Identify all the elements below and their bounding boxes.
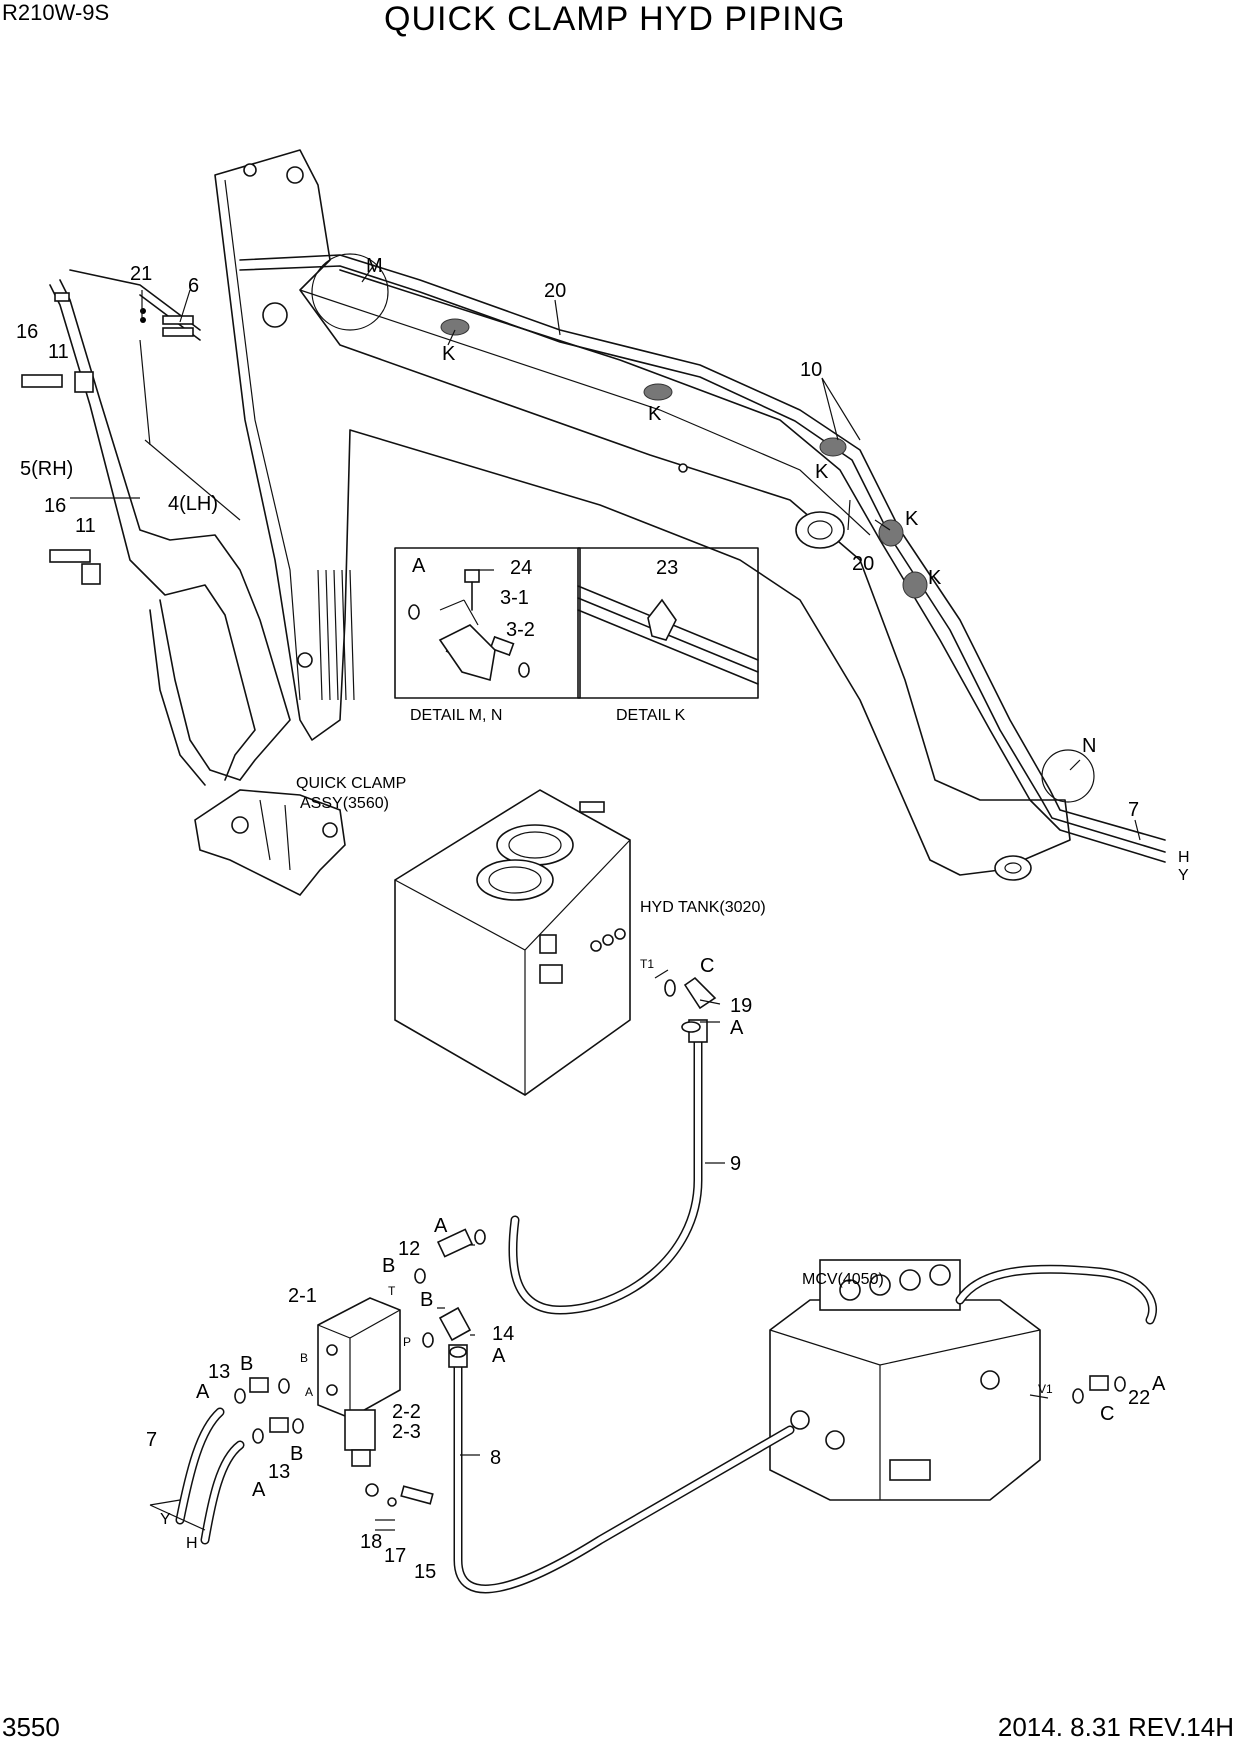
- detail-k-title: DETAIL K: [616, 707, 686, 724]
- callout-a2: A: [434, 1215, 448, 1237]
- callout-m: M: [366, 255, 383, 277]
- hose-9: [508, 976, 717, 1315]
- mcv-block: [769, 1259, 1041, 1501]
- port-a: A: [305, 1385, 313, 1399]
- port-v1: V1: [1038, 1382, 1053, 1396]
- callout-9: 9: [730, 1153, 741, 1175]
- detail-callout-3-1: 3-1: [500, 587, 529, 609]
- callout-10: 10: [800, 359, 822, 381]
- callout-a6: A: [1152, 1373, 1166, 1395]
- port-t1: T1: [640, 957, 654, 971]
- callout-13a: 13: [208, 1361, 230, 1383]
- quick-clamp-assy: [194, 789, 346, 897]
- port-b: B: [300, 1351, 308, 1365]
- callout-b1: B: [382, 1255, 395, 1277]
- revision-date: 2014. 8.31 REV.14H: [997, 1712, 1234, 1742]
- hyd-tank-label: HYD TANK(3020): [640, 899, 766, 916]
- callout-14: 14: [492, 1323, 514, 1345]
- callout-k-e: K: [928, 567, 942, 589]
- callout-6: 6: [188, 275, 199, 297]
- callout-19: 19: [730, 995, 752, 1017]
- callout-k-d: K: [905, 508, 919, 530]
- valve-fittings: [234, 1228, 1126, 1444]
- callout-15: 15: [414, 1561, 436, 1583]
- callout-k-b: K: [648, 403, 662, 425]
- callout-11b: 11: [75, 515, 96, 537]
- side-hoses: [49, 279, 291, 786]
- callout-8: 8: [490, 1447, 501, 1469]
- callout-18: 18: [360, 1531, 382, 1553]
- callout-a3: A: [492, 1345, 506, 1367]
- model-code: R210W-9S: [2, 0, 110, 25]
- detail-callout-24: 24: [510, 557, 532, 579]
- hyd-tank: [394, 789, 631, 1096]
- port-p: P: [403, 1335, 411, 1349]
- k-markers: [440, 318, 928, 599]
- callout-h-bottom: H: [186, 1535, 198, 1552]
- callout-n: N: [1082, 735, 1096, 757]
- hoses-7-yh: [175, 1407, 245, 1545]
- callout-21: 21: [130, 263, 152, 285]
- callout-5rh: 5(RH): [20, 458, 73, 480]
- callout-b2: B: [420, 1289, 433, 1311]
- callout-y-top: Y: [1178, 867, 1189, 884]
- callout-h-top: H: [1178, 849, 1190, 866]
- detail-k-box: [577, 547, 759, 699]
- callout-a1: A: [730, 1017, 744, 1039]
- callout-b4: B: [290, 1443, 303, 1465]
- callout-16b: 16: [44, 495, 66, 517]
- page-number: 3550: [2, 1712, 60, 1742]
- callout-4lh: 4(LH): [168, 493, 218, 515]
- callout-k-c: K: [815, 461, 829, 483]
- callout-16a: 16: [16, 321, 38, 343]
- quick-clamp-assy-label: ASSY(3560): [300, 795, 389, 812]
- detail-callout-23: 23: [656, 557, 678, 579]
- callout-2-1: 2-1: [288, 1285, 317, 1307]
- valve-2-1: [317, 1297, 434, 1507]
- mcv-label: MCV(4050): [802, 1271, 884, 1288]
- boom-pipes: [69, 254, 1166, 863]
- callout-13b: 13: [268, 1461, 290, 1483]
- boom-fittings: [21, 292, 194, 585]
- callout-20b: 20: [852, 553, 874, 575]
- detail-callout-a: A: [412, 555, 426, 577]
- detail-mn-title: DETAIL M, N: [410, 707, 502, 724]
- detail-callout-3-2: 3-2: [506, 619, 535, 641]
- page-title: QUICK CLAMP HYD PIPING: [384, 0, 846, 38]
- callout-7a: 7: [1128, 799, 1139, 821]
- callout-b3: B: [240, 1353, 253, 1375]
- quick-clamp-label: QUICK CLAMP: [296, 775, 406, 792]
- leader-lines: [70, 264, 1141, 1531]
- callout-20a: 20: [544, 280, 566, 302]
- callout-7b: 7: [146, 1429, 157, 1451]
- callout-labels: 21 6 M 20 K 16 11 5(RH) 4(LH) 16 11 K 10…: [16, 255, 1190, 1583]
- callout-y-bottom: Y: [160, 1511, 171, 1528]
- hose-mcv-right: [955, 1264, 1157, 1325]
- callout-c1: C: [700, 955, 714, 977]
- callout-a4: A: [196, 1381, 210, 1403]
- port-t: T: [388, 1284, 396, 1298]
- callout-12: 12: [398, 1238, 420, 1260]
- callout-a5: A: [252, 1479, 266, 1501]
- callout-2-3: 2-3: [392, 1421, 421, 1443]
- callout-22: 22: [1128, 1387, 1150, 1409]
- callout-k-a: K: [442, 343, 456, 365]
- callout-17: 17: [384, 1545, 406, 1567]
- callout-2-2: 2-2: [392, 1401, 421, 1423]
- callout-11a: 11: [48, 341, 69, 363]
- detail-mn-box: [394, 547, 581, 699]
- boom: [214, 149, 1071, 881]
- callout-c2: C: [1100, 1403, 1114, 1425]
